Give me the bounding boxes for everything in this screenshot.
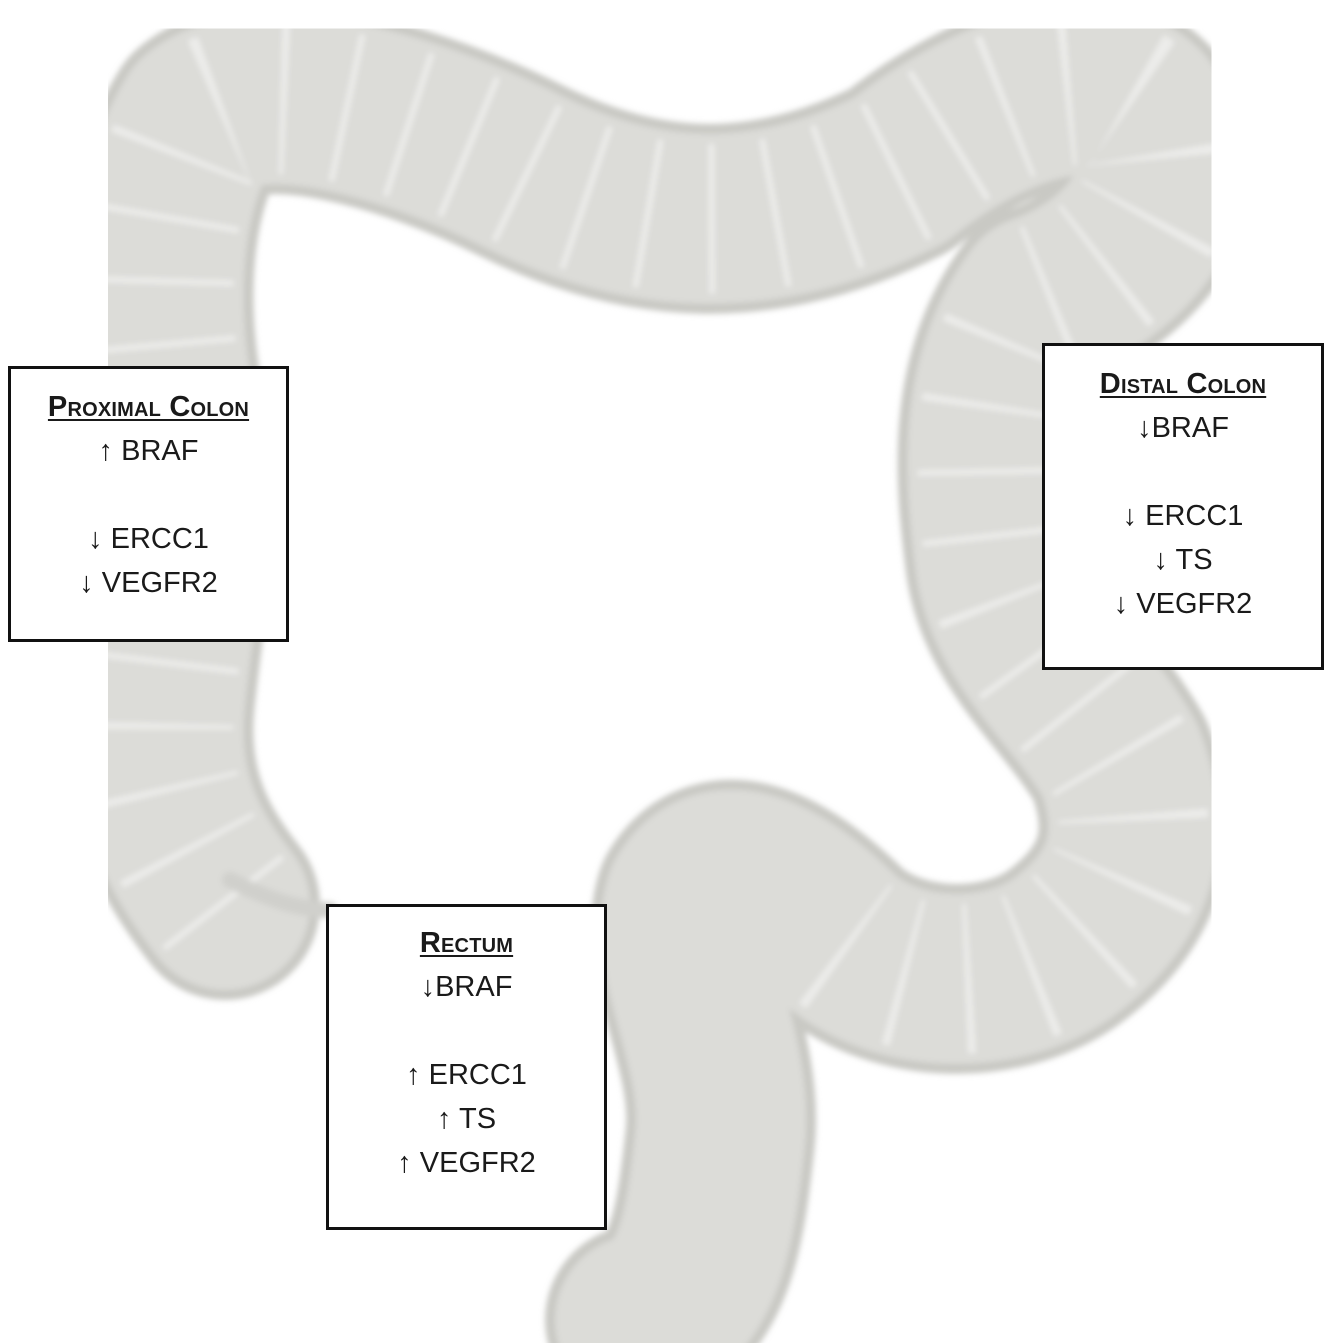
proximal-colon-box: Proximal Colon ↑ BRAF ↓ ERCC1 ↓ VEGFR2 (8, 366, 289, 642)
distal-braf: ↓BRAF (1045, 406, 1321, 450)
rectum-ercc1: ↑ ERCC1 (329, 1053, 604, 1097)
rectum-braf: ↓BRAF (329, 965, 604, 1009)
proximal-ercc1: ↓ ERCC1 (11, 517, 286, 561)
rectum-title: Rectum (329, 923, 604, 963)
rectum-ts: ↑ TS (329, 1097, 604, 1141)
proximal-colon-title: Proximal Colon (11, 387, 286, 427)
colon-shape (158, 90, 1161, 1320)
rectum-vegfr2: ↑ VEGFR2 (329, 1141, 604, 1185)
spacer (329, 1009, 604, 1053)
proximal-vegfr2: ↓ VEGFR2 (11, 561, 286, 605)
spacer (1045, 450, 1321, 494)
distal-ercc1: ↓ ERCC1 (1045, 494, 1321, 538)
proximal-braf: ↑ BRAF (11, 429, 286, 473)
rectum-box: Rectum ↓BRAF ↑ ERCC1 ↑ TS ↑ VEGFR2 (326, 904, 607, 1230)
distal-vegfr2: ↓ VEGFR2 (1045, 582, 1321, 626)
distal-ts: ↓ TS (1045, 538, 1321, 582)
spacer (11, 473, 286, 517)
distal-colon-box: Distal Colon ↓BRAF ↓ ERCC1 ↓ TS ↓ VEGFR2 (1042, 343, 1324, 670)
distal-colon-title: Distal Colon (1045, 364, 1321, 404)
